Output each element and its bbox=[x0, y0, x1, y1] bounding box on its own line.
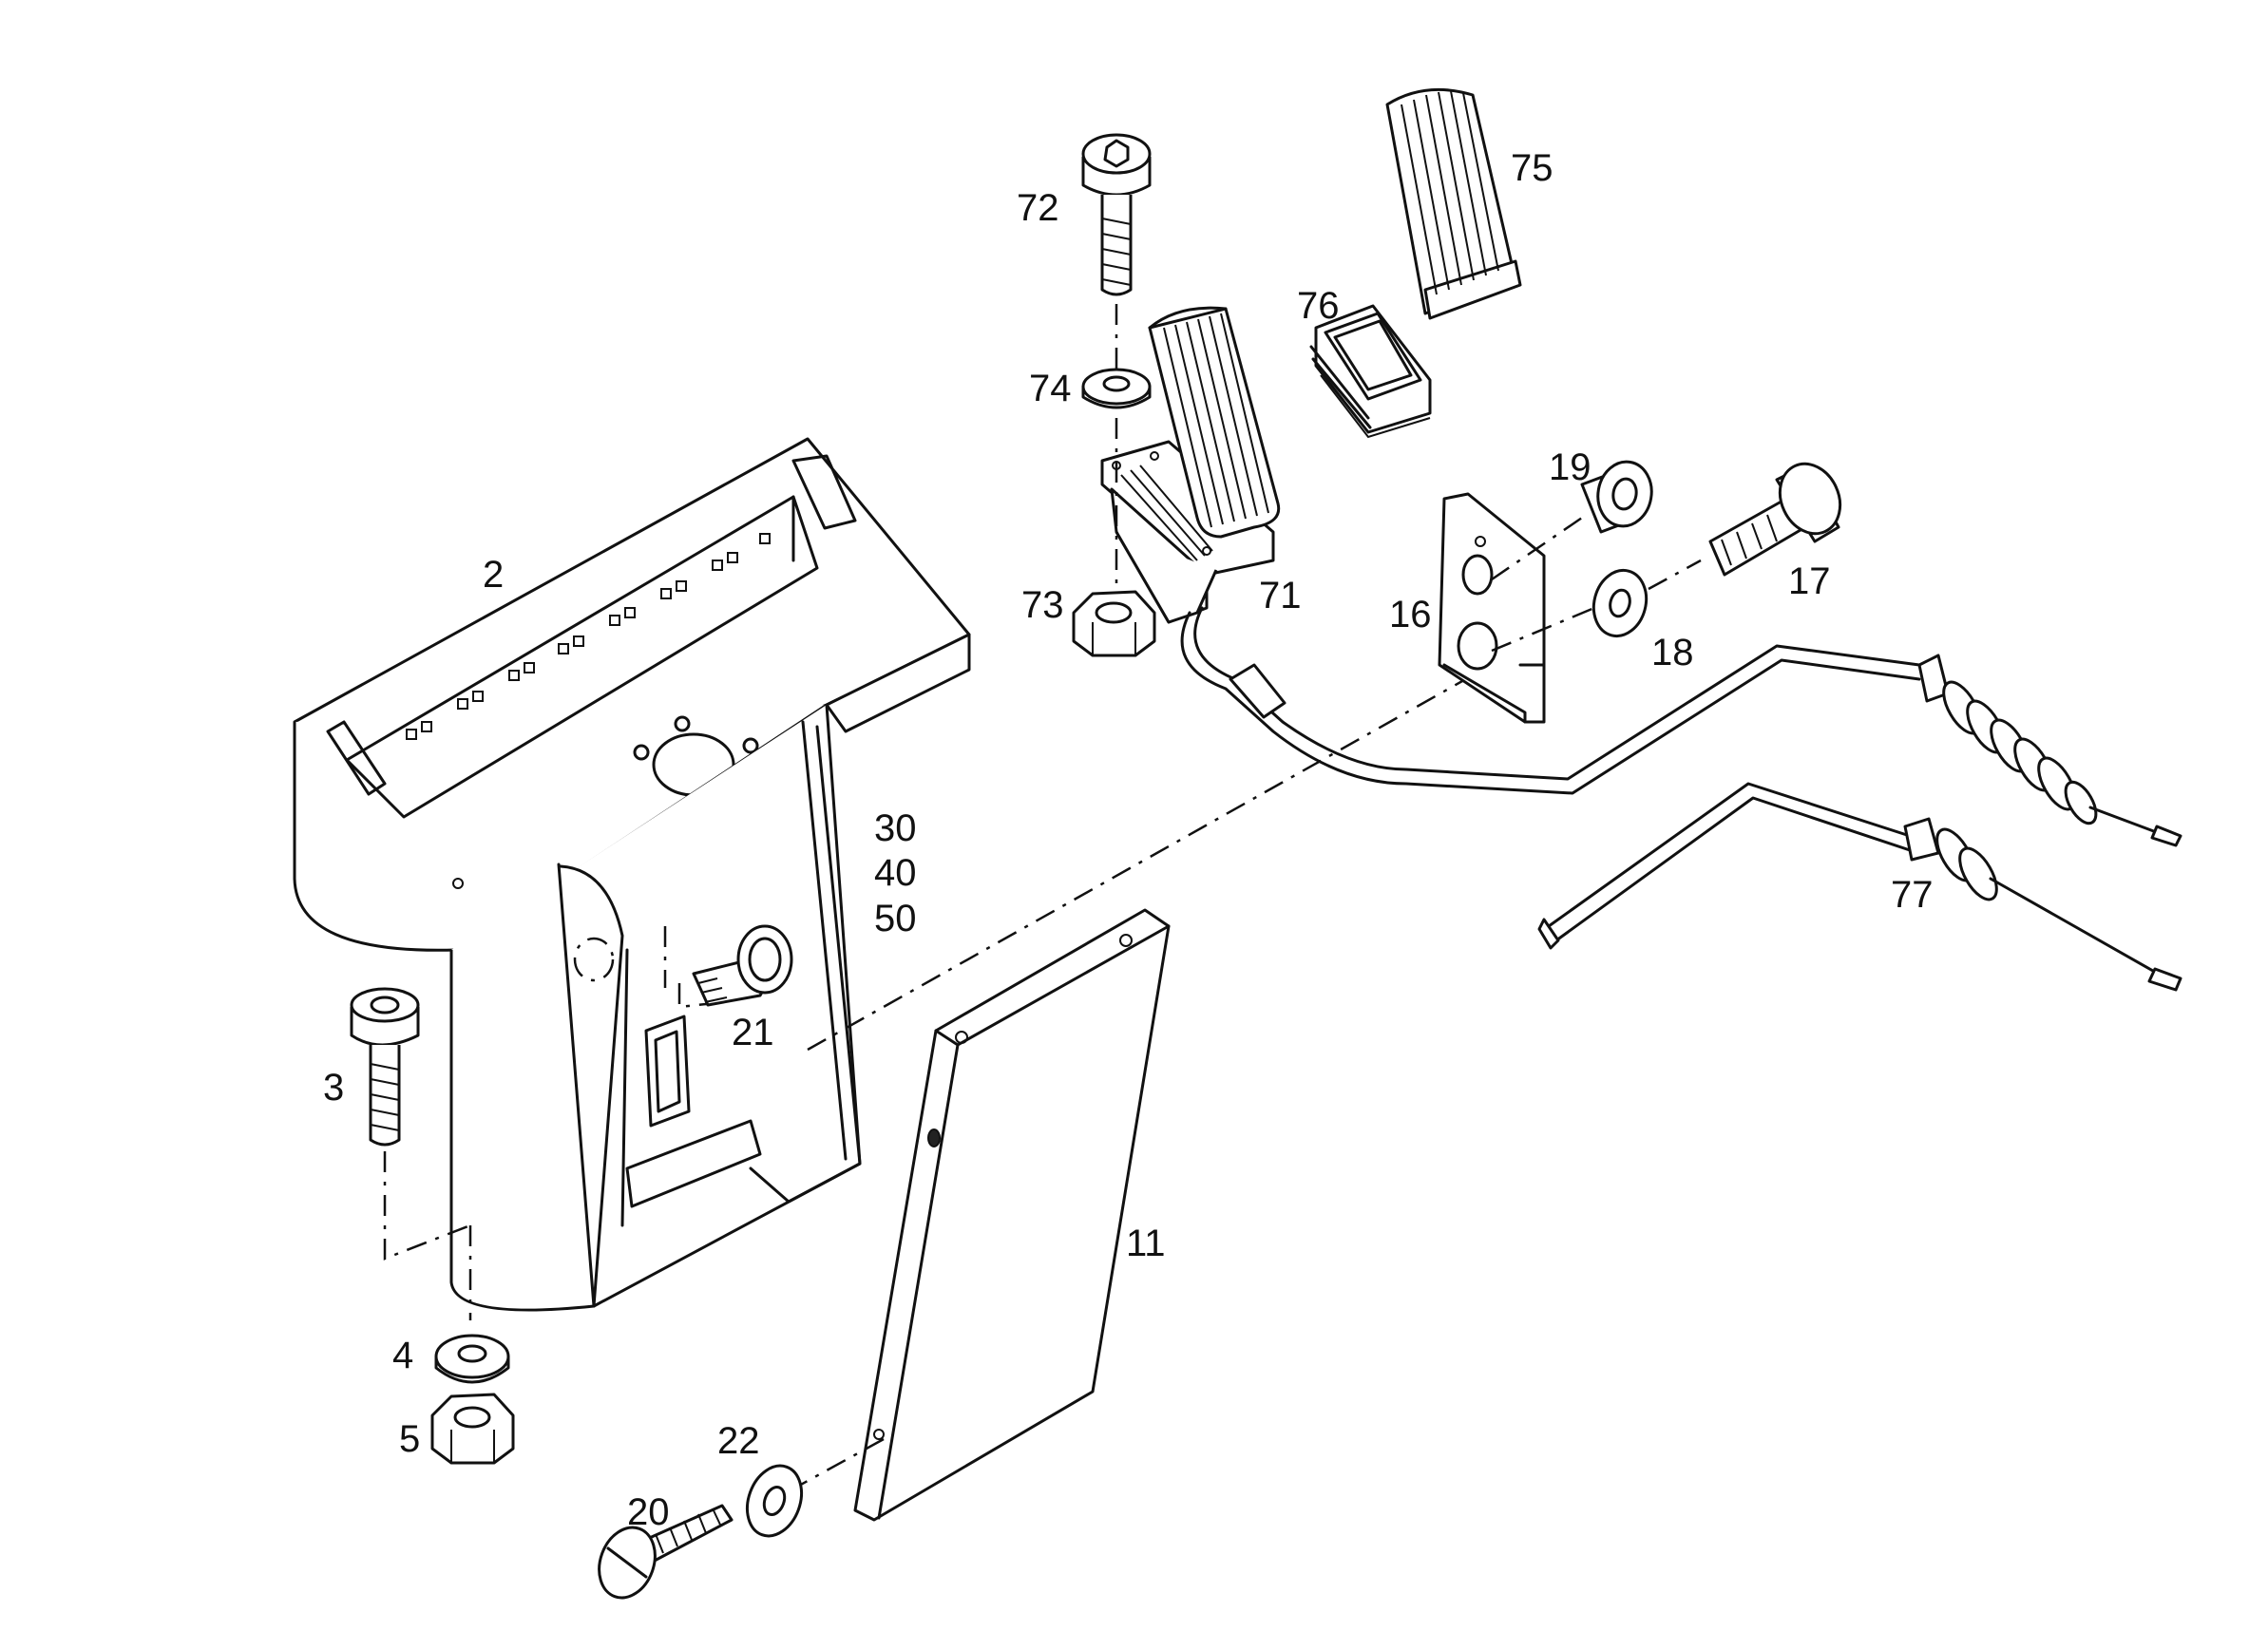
label-part-19: 19 bbox=[1549, 446, 1591, 488]
label-part-5: 5 bbox=[399, 1418, 420, 1460]
label-part-73: 73 bbox=[1021, 584, 1064, 626]
control-cable bbox=[1180, 606, 2182, 847]
washer-74 bbox=[1081, 368, 1152, 409]
label-part-75: 75 bbox=[1511, 147, 1553, 189]
pedal-pad-75 bbox=[1385, 87, 1522, 320]
cable-77 bbox=[1537, 782, 2182, 992]
label-part-71: 71 bbox=[1259, 575, 1302, 616]
stud-bolt-21 bbox=[692, 924, 793, 1007]
label-part-40: 40 bbox=[874, 852, 917, 894]
bracket-16 bbox=[1438, 492, 1546, 724]
label-part-20: 20 bbox=[627, 1491, 670, 1533]
label-part-4: 4 bbox=[392, 1335, 413, 1376]
washer-4 bbox=[434, 1334, 510, 1384]
label-part-17: 17 bbox=[1788, 560, 1831, 602]
round-head-screw-20 bbox=[598, 1504, 734, 1600]
label-part-50: 50 bbox=[874, 898, 917, 939]
hex-nut-73 bbox=[1072, 590, 1156, 657]
washer-22 bbox=[745, 1464, 804, 1538]
pedal-assembly-71 bbox=[1100, 306, 1281, 624]
label-part-76: 76 bbox=[1297, 285, 1340, 327]
label-part-18: 18 bbox=[1651, 632, 1694, 673]
shoulder-bolt-17 bbox=[1708, 462, 1842, 577]
part-number-labels: 2 3 4 5 11 16 17 18 19 20 21 22 30 40 50… bbox=[323, 147, 1934, 1533]
label-part-30: 30 bbox=[874, 807, 917, 849]
label-part-72: 72 bbox=[1017, 187, 1059, 229]
hex-nut-5 bbox=[430, 1393, 515, 1465]
label-part-21: 21 bbox=[732, 1012, 774, 1053]
rubber-boot-76 bbox=[1309, 304, 1432, 439]
label-part-74: 74 bbox=[1029, 368, 1072, 409]
cap-screw-72 bbox=[1081, 133, 1152, 296]
washer-18 bbox=[1591, 568, 1649, 638]
label-part-16: 16 bbox=[1389, 594, 1432, 635]
label-part-22: 22 bbox=[717, 1420, 760, 1462]
cover-plate-11 bbox=[853, 908, 1171, 1522]
cap-screw-3 bbox=[350, 987, 420, 1147]
label-part-3: 3 bbox=[323, 1067, 344, 1109]
label-part-11: 11 bbox=[1126, 1223, 1166, 1264]
bushing-19 bbox=[1580, 460, 1653, 534]
label-part-2: 2 bbox=[483, 554, 504, 596]
label-part-77: 77 bbox=[1891, 874, 1934, 916]
console-housing bbox=[293, 437, 971, 1312]
